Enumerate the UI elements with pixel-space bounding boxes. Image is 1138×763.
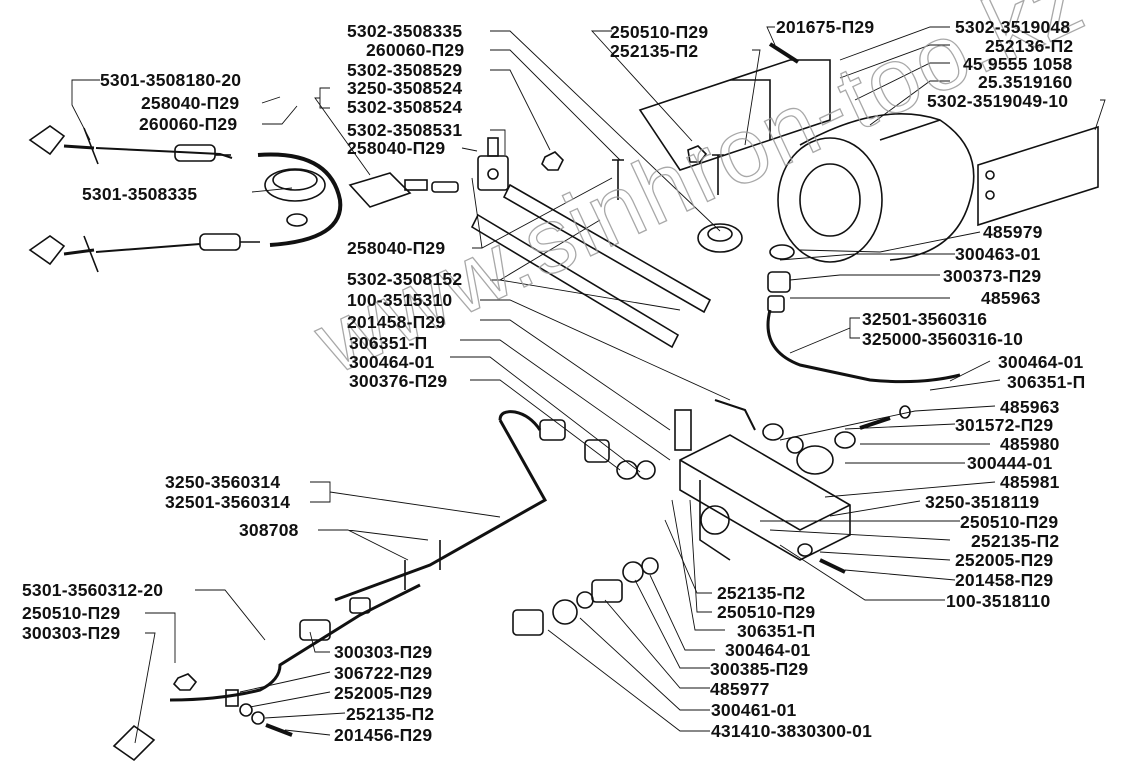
part-label: 306351-П xyxy=(349,333,428,353)
part-label: 300385-П29 xyxy=(710,659,809,679)
part-label: 252135-П2 xyxy=(717,583,806,603)
pin-block xyxy=(477,137,509,191)
lower-left-assembly xyxy=(112,540,441,762)
part-label: 252005-П29 xyxy=(334,683,433,703)
part-label: 300463-01 xyxy=(955,244,1041,264)
part-label: 485979 xyxy=(983,222,1043,242)
part-label: 485963 xyxy=(1000,397,1060,417)
part-label: 5302-3519048 xyxy=(955,17,1071,37)
part-label: 252005-П29 xyxy=(955,550,1054,570)
part-label: 325000-3560316-10 xyxy=(862,329,1024,349)
part-label: 485977 xyxy=(710,679,770,699)
part-label: 5302-3508335 xyxy=(347,21,463,41)
part-label: 5302-3508531 xyxy=(347,120,463,140)
part-label: 25.3519160 xyxy=(978,72,1073,92)
part-label: 201456-П29 xyxy=(334,725,433,745)
part-label: 300461-01 xyxy=(711,700,797,720)
part-label: 431410-3830300-01 xyxy=(711,721,873,741)
lever-clip xyxy=(348,172,459,208)
part-label: 250510-П29 xyxy=(717,602,816,622)
levers xyxy=(470,183,712,349)
bracket-right xyxy=(977,125,1099,227)
pulley-right xyxy=(697,223,743,253)
part-label: 252135-П2 xyxy=(346,704,435,724)
tube-left xyxy=(334,410,548,602)
sensor-group xyxy=(512,557,659,636)
part-label: 252135-П2 xyxy=(971,531,1060,551)
part-label: 258040-П29 xyxy=(347,138,446,158)
part-label: 201458-П29 xyxy=(347,312,446,332)
part-label: 100-3515310 xyxy=(347,290,453,310)
part-label: 260060-П29 xyxy=(366,40,465,60)
part-label: 300464-01 xyxy=(725,640,811,660)
part-label: 300464-01 xyxy=(349,352,435,372)
part-label: 250510-П29 xyxy=(610,22,709,42)
part-label: 485980 xyxy=(1000,434,1060,454)
motor xyxy=(777,113,975,263)
part-label: 45 9555 1058 xyxy=(963,54,1073,74)
part-label: 201675-П29 xyxy=(776,17,875,37)
part-label: 3250-3508524 xyxy=(347,78,463,98)
part-label: 32501-3560314 xyxy=(165,492,291,512)
nut xyxy=(541,151,564,171)
cable-lower-left xyxy=(28,233,260,273)
part-label: 300444-01 xyxy=(967,453,1053,473)
curved-rod xyxy=(257,152,343,247)
part-label: 306351-П xyxy=(737,621,816,641)
valve-block xyxy=(679,434,851,561)
part-label: 5302-3508529 xyxy=(347,60,463,80)
part-label: 201458-П29 xyxy=(955,570,1054,590)
part-label: 300376-П29 xyxy=(349,371,448,391)
pulley-left xyxy=(264,168,326,227)
part-label: 258040-П29 xyxy=(347,238,446,258)
part-label: 5301-3508335 xyxy=(82,184,198,204)
bolt xyxy=(768,42,800,64)
part-label: 5302-3508152 xyxy=(347,269,463,289)
part-label: 100-3518110 xyxy=(946,591,1051,611)
part-label: 5301-3508180-20 xyxy=(100,70,242,90)
leader-lines xyxy=(71,26,1106,744)
part-label: 252136-П2 xyxy=(985,36,1074,56)
part-label: 250510-П29 xyxy=(22,603,121,623)
tube-right xyxy=(766,309,961,384)
part-label: 3250-3518119 xyxy=(925,492,1040,512)
part-label: 485981 xyxy=(1000,472,1060,492)
pin xyxy=(712,154,724,195)
part-label: 306722-П29 xyxy=(334,663,433,683)
part-label: 485963 xyxy=(981,288,1041,308)
part-label: 300303-П29 xyxy=(334,642,433,662)
part-label: 306351-П xyxy=(1007,372,1086,392)
part-label: 301572-П29 xyxy=(955,415,1054,435)
part-label: 300373-П29 xyxy=(943,266,1042,286)
part-label: 5301-3560312-20 xyxy=(22,580,164,600)
part-label: 5302-3519049-10 xyxy=(927,91,1069,111)
part-label: 300303-П29 xyxy=(22,623,121,643)
part-label: 252135-П2 xyxy=(610,41,699,61)
cable-upper-left xyxy=(28,125,233,165)
pin xyxy=(612,159,624,200)
part-label: 250510-П29 xyxy=(960,512,1059,532)
part-label: 260060-П29 xyxy=(139,114,238,134)
part-label: 3250-3560314 xyxy=(165,472,281,492)
part-label: 308708 xyxy=(239,520,299,540)
fittings-upper-right xyxy=(767,244,795,313)
bracket-top xyxy=(638,59,831,171)
part-label: 5302-3508524 xyxy=(347,97,463,117)
part-label: 32501-3560316 xyxy=(862,309,988,329)
part-label: 300464-01 xyxy=(998,352,1084,372)
part-label: 258040-П29 xyxy=(141,93,240,113)
